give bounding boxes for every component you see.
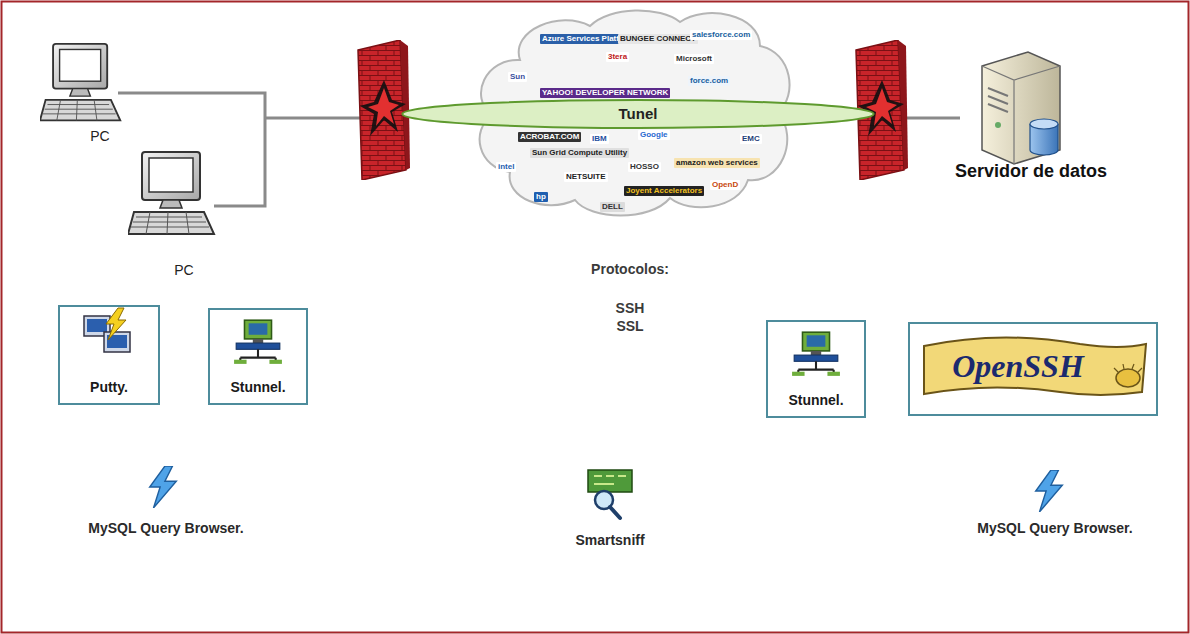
server-icon	[982, 52, 1060, 164]
vendor-logo: HOSSO	[628, 162, 661, 172]
tool-box: Putty.	[58, 305, 160, 405]
vendor-logo: YAHOO! DEVELOPER NETWORK	[540, 88, 670, 98]
tunnel-ellipse: Tunel	[400, 99, 876, 129]
tool-box: OpenSSH	[908, 322, 1158, 416]
vendor-logo: Sun Grid Compute Utility	[530, 148, 629, 158]
pc-label: PC	[174, 262, 193, 278]
tool-name: Stunnel.	[210, 379, 306, 395]
vendor-logo: hp	[534, 192, 548, 202]
tunnel-label: Tunel	[400, 105, 876, 122]
stunnel-icon	[792, 332, 840, 376]
protocol-heading: Protocolos:	[591, 261, 669, 277]
tool-name: Putty.	[60, 379, 158, 395]
vendor-logo: EMC	[740, 134, 762, 144]
server-label: Servidor de datos	[955, 161, 1107, 182]
smartsniff-icon	[588, 470, 632, 518]
vendor-logo: force.com	[688, 76, 730, 86]
pc-icon	[40, 44, 120, 121]
vendor-logo: Joyent Accelerators	[624, 186, 704, 196]
tool-name: Stunnel.	[768, 392, 864, 408]
vendor-logo: 3tera	[606, 52, 629, 62]
vendor-logo: IBM	[590, 134, 609, 144]
vendor-logo: salesforce.com	[690, 30, 752, 40]
tool-label: Smartsniff	[575, 532, 644, 548]
tool-label: MySQL Query Browser.	[977, 520, 1132, 536]
vendor-logo: Microsoft	[674, 54, 714, 64]
pc-label: PC	[90, 128, 109, 144]
vendor-logo: Sun	[508, 72, 527, 82]
vendor-logo: DELL	[600, 202, 625, 212]
vendor-logo: Google	[638, 130, 670, 140]
vendor-logo: ACROBAT.COM	[518, 132, 581, 142]
vendor-logo: intel	[496, 162, 516, 172]
vendor-logo: BUNGEE CONNECT	[618, 34, 698, 44]
protocol-name: SSL	[616, 318, 643, 334]
stunnel-icon	[234, 320, 282, 364]
pc-icon	[128, 152, 214, 234]
vendor-logo: NETSUITE	[564, 172, 608, 182]
network-wire	[903, 117, 960, 120]
firewall-icon	[358, 40, 410, 180]
tool-box: Stunnel.	[208, 308, 308, 405]
vendor-logo: OpenD	[710, 180, 740, 190]
tool-box: Stunnel.	[766, 320, 866, 418]
putty-icon	[84, 308, 130, 352]
mysql-icon	[150, 466, 177, 508]
mysql-icon	[1036, 470, 1063, 512]
vendor-logo: amazon web services	[674, 158, 760, 168]
tool-label: MySQL Query Browser.	[88, 520, 243, 536]
protocol-name: SSH	[616, 300, 645, 316]
openssh-logo-text: OpenSSH	[910, 348, 1126, 385]
